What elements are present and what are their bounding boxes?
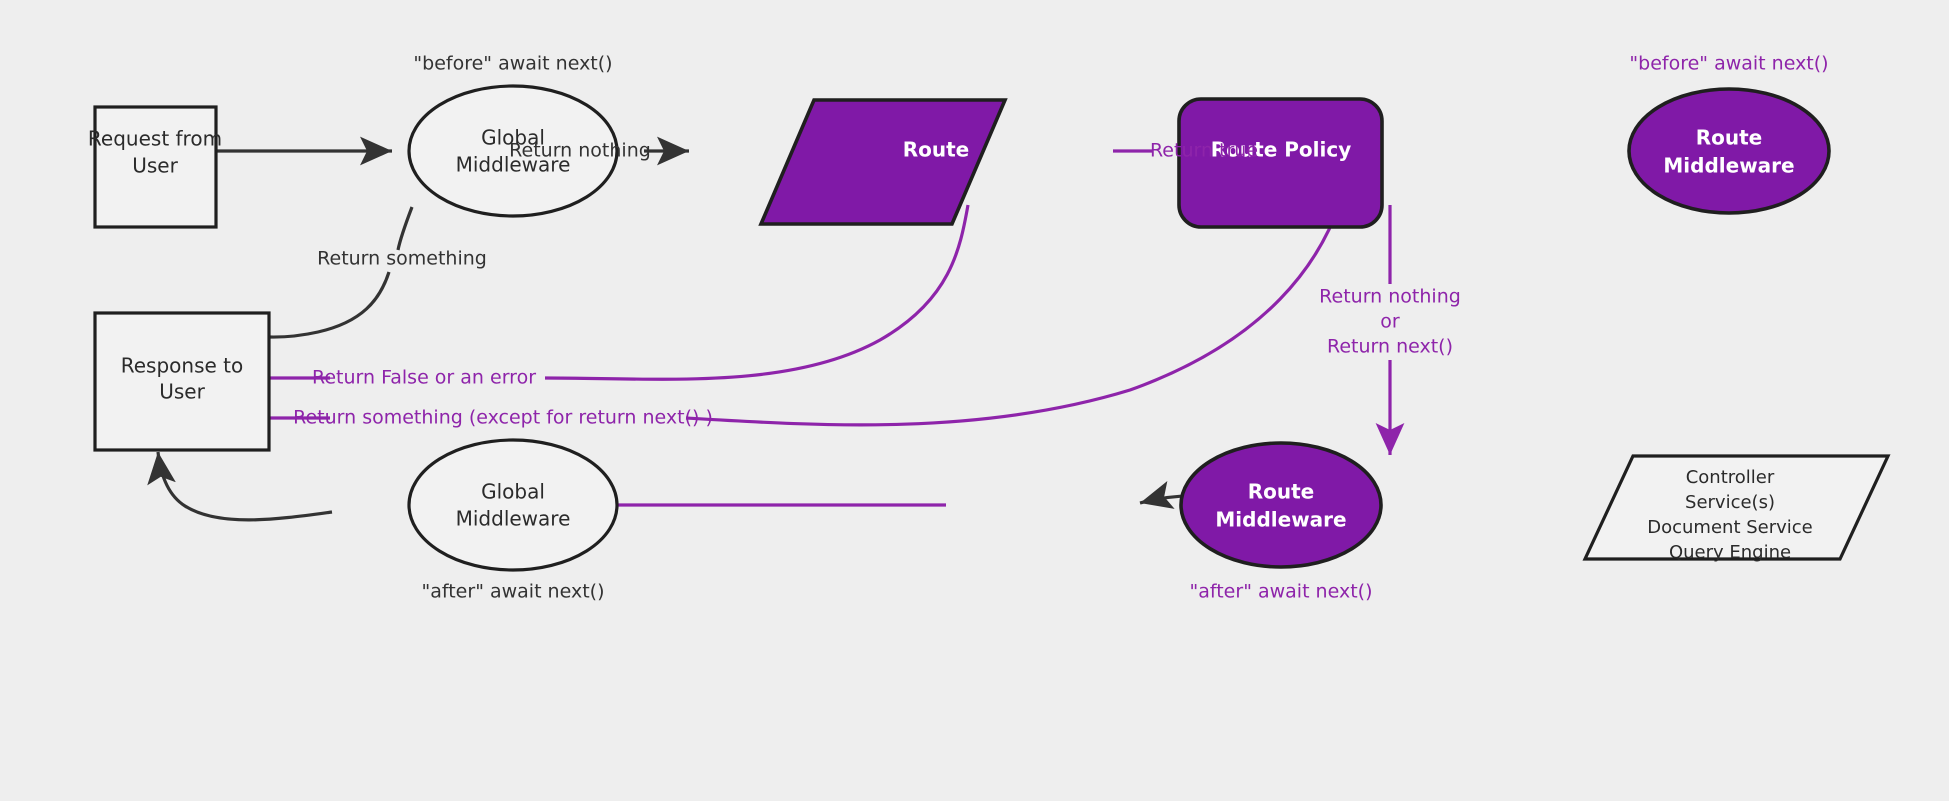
route-middleware-top-label-line2: Middleware <box>1663 154 1794 178</box>
edge-global-middleware-return-something-stub <box>396 206 414 251</box>
response-to-user-box[interactable] <box>93 311 271 452</box>
request-from-user-box[interactable] <box>93 105 218 229</box>
edge-global-middleware-bottom-to-response <box>147 451 333 522</box>
response-to-user-label-line1: Response to <box>121 354 244 378</box>
edge-label-return-something-except: Return something (except for return next… <box>293 407 713 429</box>
annotation-before-await-next-global: "before" await next() <box>413 53 612 75</box>
edge-label-return-nothing-or-next-line3: Return next() <box>1327 336 1453 358</box>
annotation-after-await-next-global: "after" await next() <box>422 581 605 603</box>
edge-route-policy-to-return-false-curve <box>544 204 970 381</box>
node-route[interactable]: Route <box>758 98 1008 226</box>
controller-parallelogram[interactable] <box>1582 454 1891 561</box>
edge-label-return-nothing: Return nothing <box>509 140 651 162</box>
global-middleware-top-ellipse[interactable] <box>407 84 619 218</box>
node-response-to-user[interactable]: Response to User <box>93 311 271 452</box>
route-parallelogram[interactable] <box>758 98 1008 226</box>
controller-label-line3: Document Service <box>1647 517 1813 538</box>
route-middleware-top-ellipse[interactable] <box>1627 87 1831 215</box>
route-middleware-bottom-ellipse[interactable] <box>1179 441 1383 569</box>
global-middleware-bottom-ellipse[interactable] <box>407 438 619 572</box>
route-policy-label: Route Policy <box>1211 138 1351 162</box>
node-request-from-user[interactable]: Request from User <box>88 105 222 229</box>
global-middleware-bottom-label-line2: Middleware <box>456 507 571 531</box>
response-to-user-label-line2: User <box>159 380 205 404</box>
edge-label-return-nothing-or-next-line2: or <box>1380 311 1400 333</box>
controller-label-line1: Controller <box>1686 467 1775 488</box>
node-controller[interactable]: Controller Service(s) Document Service Q… <box>1582 454 1891 563</box>
route-policy-box[interactable] <box>1177 97 1384 229</box>
global-middleware-top-label-line1: Global <box>481 126 545 150</box>
edge-label-return-nothing-or-next-line1: Return nothing <box>1319 286 1461 308</box>
request-from-user-label-line2: User <box>132 154 178 178</box>
route-middleware-top-label-line1: Route <box>1696 126 1763 150</box>
route-middleware-bottom-label-line2: Middleware <box>1215 508 1346 532</box>
node-global-middleware-bottom[interactable]: Global Middleware <box>407 438 619 572</box>
edge-route-middleware-to-return-something-curve <box>685 202 1342 427</box>
edge-label-return-false-or-error: Return False or an error <box>312 367 536 389</box>
controller-label-line2: Service(s) <box>1685 492 1775 513</box>
node-route-middleware-top[interactable]: Route Middleware <box>1627 87 1831 215</box>
annotation-after-await-next-route: "after" await next() <box>1190 581 1373 603</box>
node-global-middleware-top[interactable]: Global Middleware <box>407 84 619 218</box>
edge-label-return-true: Return true <box>1150 140 1258 162</box>
edge-label-return-something-top: Return something <box>317 248 487 270</box>
route-middleware-bottom-label-line1: Route <box>1248 480 1315 504</box>
node-route-middleware-bottom[interactable]: Route Middleware <box>1179 441 1383 569</box>
global-middleware-bottom-label-line1: Global <box>481 480 545 504</box>
controller-label-line4: Query Engine <box>1669 542 1791 563</box>
node-route-policy[interactable]: Route Policy <box>1177 97 1384 229</box>
annotation-before-await-next-route: "before" await next() <box>1629 53 1828 75</box>
request-from-user-label-line1: Request from <box>88 127 222 151</box>
route-label: Route <box>903 138 970 162</box>
global-middleware-top-label-line2: Middleware <box>456 153 571 177</box>
